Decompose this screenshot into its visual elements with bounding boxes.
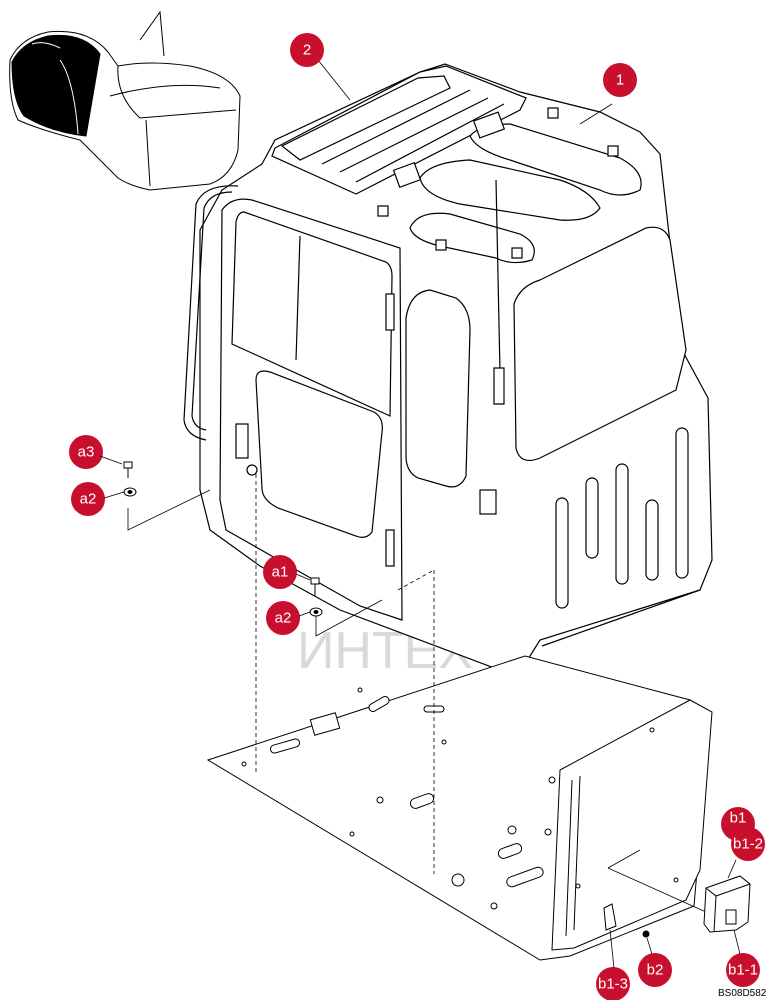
svg-text:b2: b2 — [647, 962, 664, 979]
assembly-leader-lines — [127, 59, 707, 913]
callout-a3: a3 — [69, 435, 103, 469]
svg-text:b1-3: b1-3 — [598, 976, 628, 993]
washer-a2-upper — [123, 487, 137, 497]
nut-b2 — [642, 930, 650, 938]
bracket-b1-3 — [603, 903, 617, 931]
bolt-a1 — [310, 577, 320, 596]
cab-floor-plate — [206, 655, 713, 961]
callout-b1-1: b1-1 — [726, 953, 760, 987]
container-b1-2 — [703, 875, 751, 933]
bolt-a3 — [123, 461, 133, 478]
callout-leaders — [99, 455, 741, 969]
svg-text:b1-1: b1-1 — [728, 962, 758, 979]
operator-seat-inset — [9, 10, 241, 191]
svg-text:a2: a2 — [275, 610, 292, 627]
callout-a2-upper: a2 — [71, 482, 105, 516]
svg-text:b1-2: b1-2 — [733, 836, 763, 853]
callout-a2-lower: a2 — [266, 601, 300, 635]
svg-text:a3: a3 — [78, 444, 95, 461]
svg-text:b1: b1 — [730, 810, 747, 827]
operator-cab — [183, 63, 713, 673]
drawing-code: BS08D582 — [718, 988, 767, 999]
washer-a2-lower — [309, 607, 323, 617]
svg-text:1: 1 — [616, 72, 624, 89]
svg-text:2: 2 — [303, 42, 311, 59]
callout-b2: b2 — [638, 953, 672, 987]
svg-text:a1: a1 — [272, 564, 289, 581]
callout-a1: a1 — [263, 555, 297, 589]
callout-b1-2: b1-2 — [731, 827, 765, 861]
callout-2: 2 — [290, 33, 324, 67]
svg-text:a2: a2 — [80, 491, 97, 508]
callout-1: 1 — [603, 63, 637, 97]
callout-b1-3: b1-3 — [596, 967, 630, 1000]
